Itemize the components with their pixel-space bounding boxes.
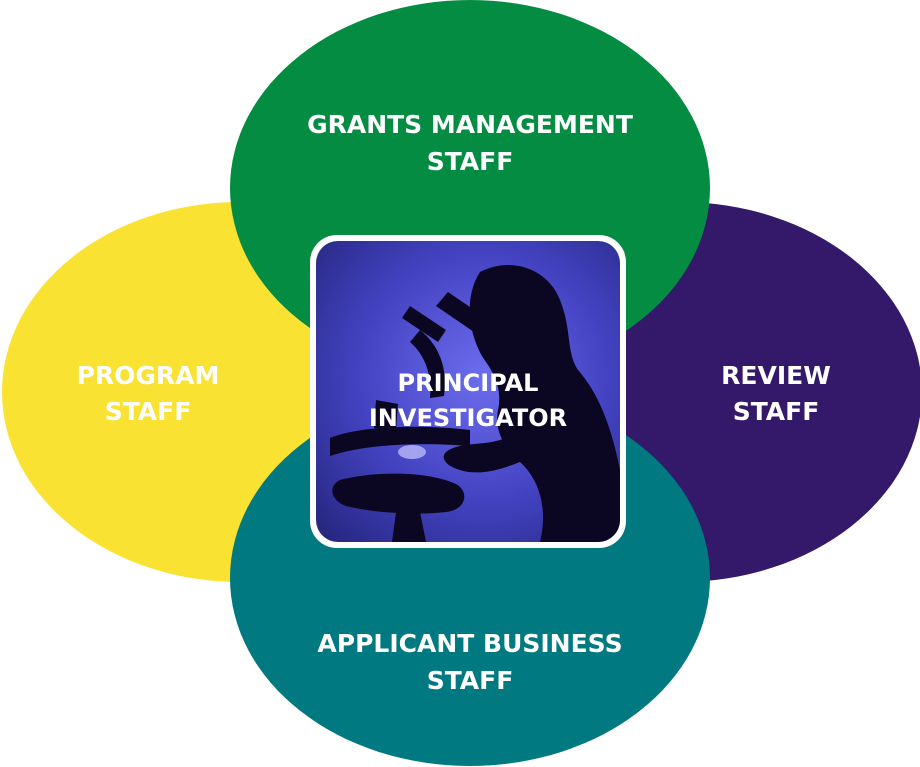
applicant-label-line1: APPLICANT BUSINESS (317, 629, 622, 658)
center-label-line2: INVESTIGATOR (369, 404, 567, 432)
review-label-line1: REVIEW (721, 361, 831, 390)
grants-label-line1: GRANTS MANAGEMENT (307, 110, 633, 139)
principal-investigator-card: PRINCIPAL INVESTIGATOR (310, 235, 626, 548)
review-label-line2: STAFF (733, 397, 820, 426)
grants-label-line2: STAFF (427, 147, 514, 176)
microscope-scientist-image (330, 264, 620, 542)
program-label-line1: PROGRAM (77, 361, 220, 390)
center-label-line1: PRINCIPAL (398, 369, 539, 397)
program-label-line2: STAFF (105, 397, 192, 426)
applicant-label-line2: STAFF (427, 666, 514, 695)
